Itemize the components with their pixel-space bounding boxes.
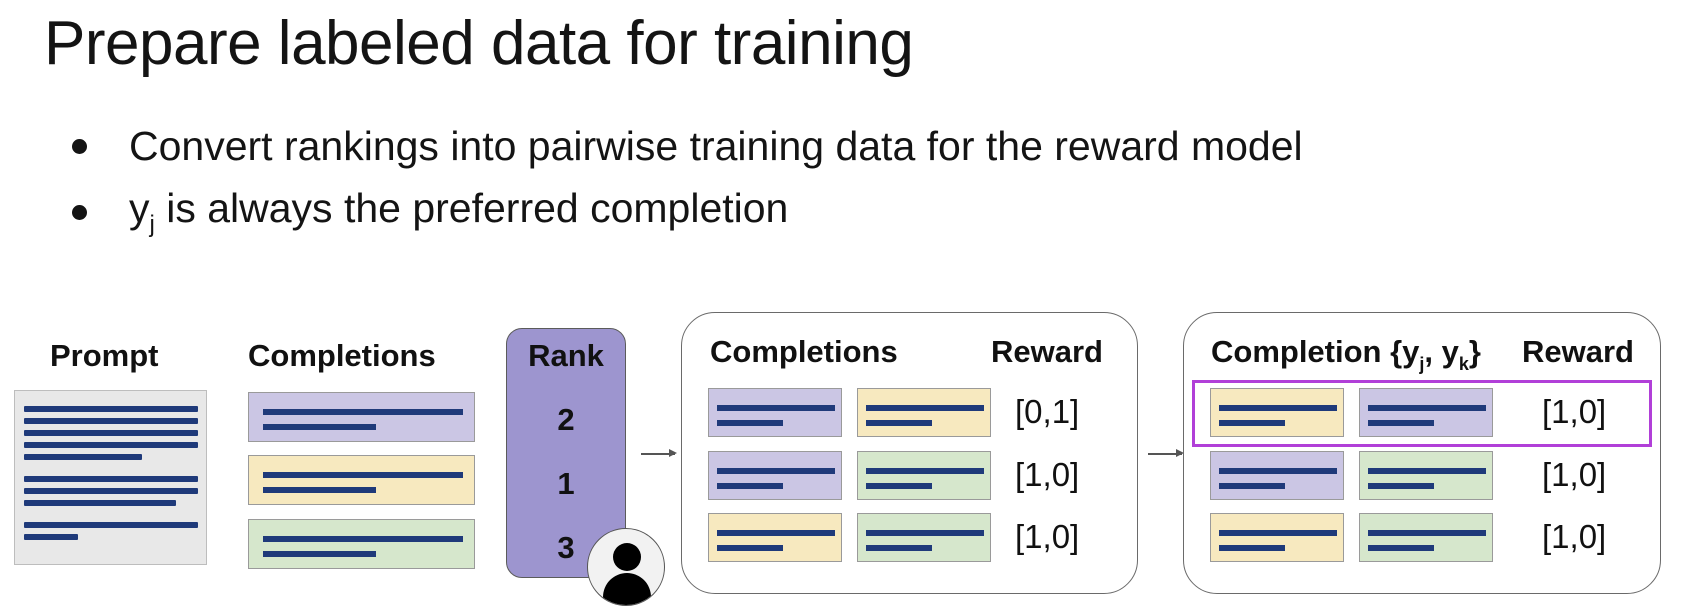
prompt-header: Prompt: [50, 338, 159, 373]
ordered-card-green: [1359, 451, 1493, 500]
person-icon: [587, 528, 665, 606]
ordered-reward: [1,0]: [1542, 393, 1607, 430]
ordered-card-yellow: [1210, 388, 1344, 437]
rank-value: 3: [557, 530, 575, 565]
pair-reward: [1,0]: [1015, 518, 1080, 555]
pairs-completions-header: Completions: [710, 334, 898, 369]
rank-header: Rank: [528, 338, 604, 373]
ordered-completion-header: Completion {yj, yk}: [1211, 334, 1481, 374]
bullet-dot-icon: [72, 138, 87, 154]
ordered-reward-header: Reward: [1522, 334, 1634, 369]
bullet-dot-icon: [72, 204, 87, 220]
bullet-1: Convert rankings into pairwise training …: [72, 118, 1303, 174]
pair-card-green: [857, 513, 991, 562]
pair-card-purple: [708, 451, 842, 500]
completion-card-green: [248, 519, 475, 569]
bullet-2: yj is always the preferred completion: [72, 184, 788, 240]
pair-reward: [1,0]: [1015, 456, 1080, 493]
rank-value: 1: [557, 466, 575, 501]
pairs-reward-header: Reward: [991, 334, 1103, 369]
ordered-card-purple: [1210, 451, 1344, 500]
pair-reward: [0,1]: [1015, 393, 1080, 430]
bullet-2-text: yj is always the preferred completion: [129, 185, 789, 238]
arrow-right-icon: [1148, 450, 1184, 456]
pair-card-green: [857, 451, 991, 500]
slide-title: Prepare labeled data for training: [44, 9, 914, 78]
rank-value: 2: [557, 402, 575, 437]
arrow-right-icon: [641, 450, 677, 456]
highlighted-row-outline: [1192, 380, 1652, 447]
bullet-1-text: Convert rankings into pairwise training …: [129, 122, 1303, 169]
prompt-document: [14, 390, 207, 565]
pair-card-yellow: [708, 513, 842, 562]
ordered-card-green: [1359, 513, 1493, 562]
pair-card-purple: [708, 388, 842, 437]
completions-header: Completions: [248, 338, 436, 373]
completion-card-purple: [248, 392, 475, 442]
ordered-card-purple: [1359, 388, 1493, 437]
completion-card-yellow: [248, 455, 475, 505]
ordered-card-yellow: [1210, 513, 1344, 562]
ordered-reward: [1,0]: [1542, 518, 1607, 555]
pair-card-yellow: [857, 388, 991, 437]
ordered-reward: [1,0]: [1542, 456, 1607, 493]
